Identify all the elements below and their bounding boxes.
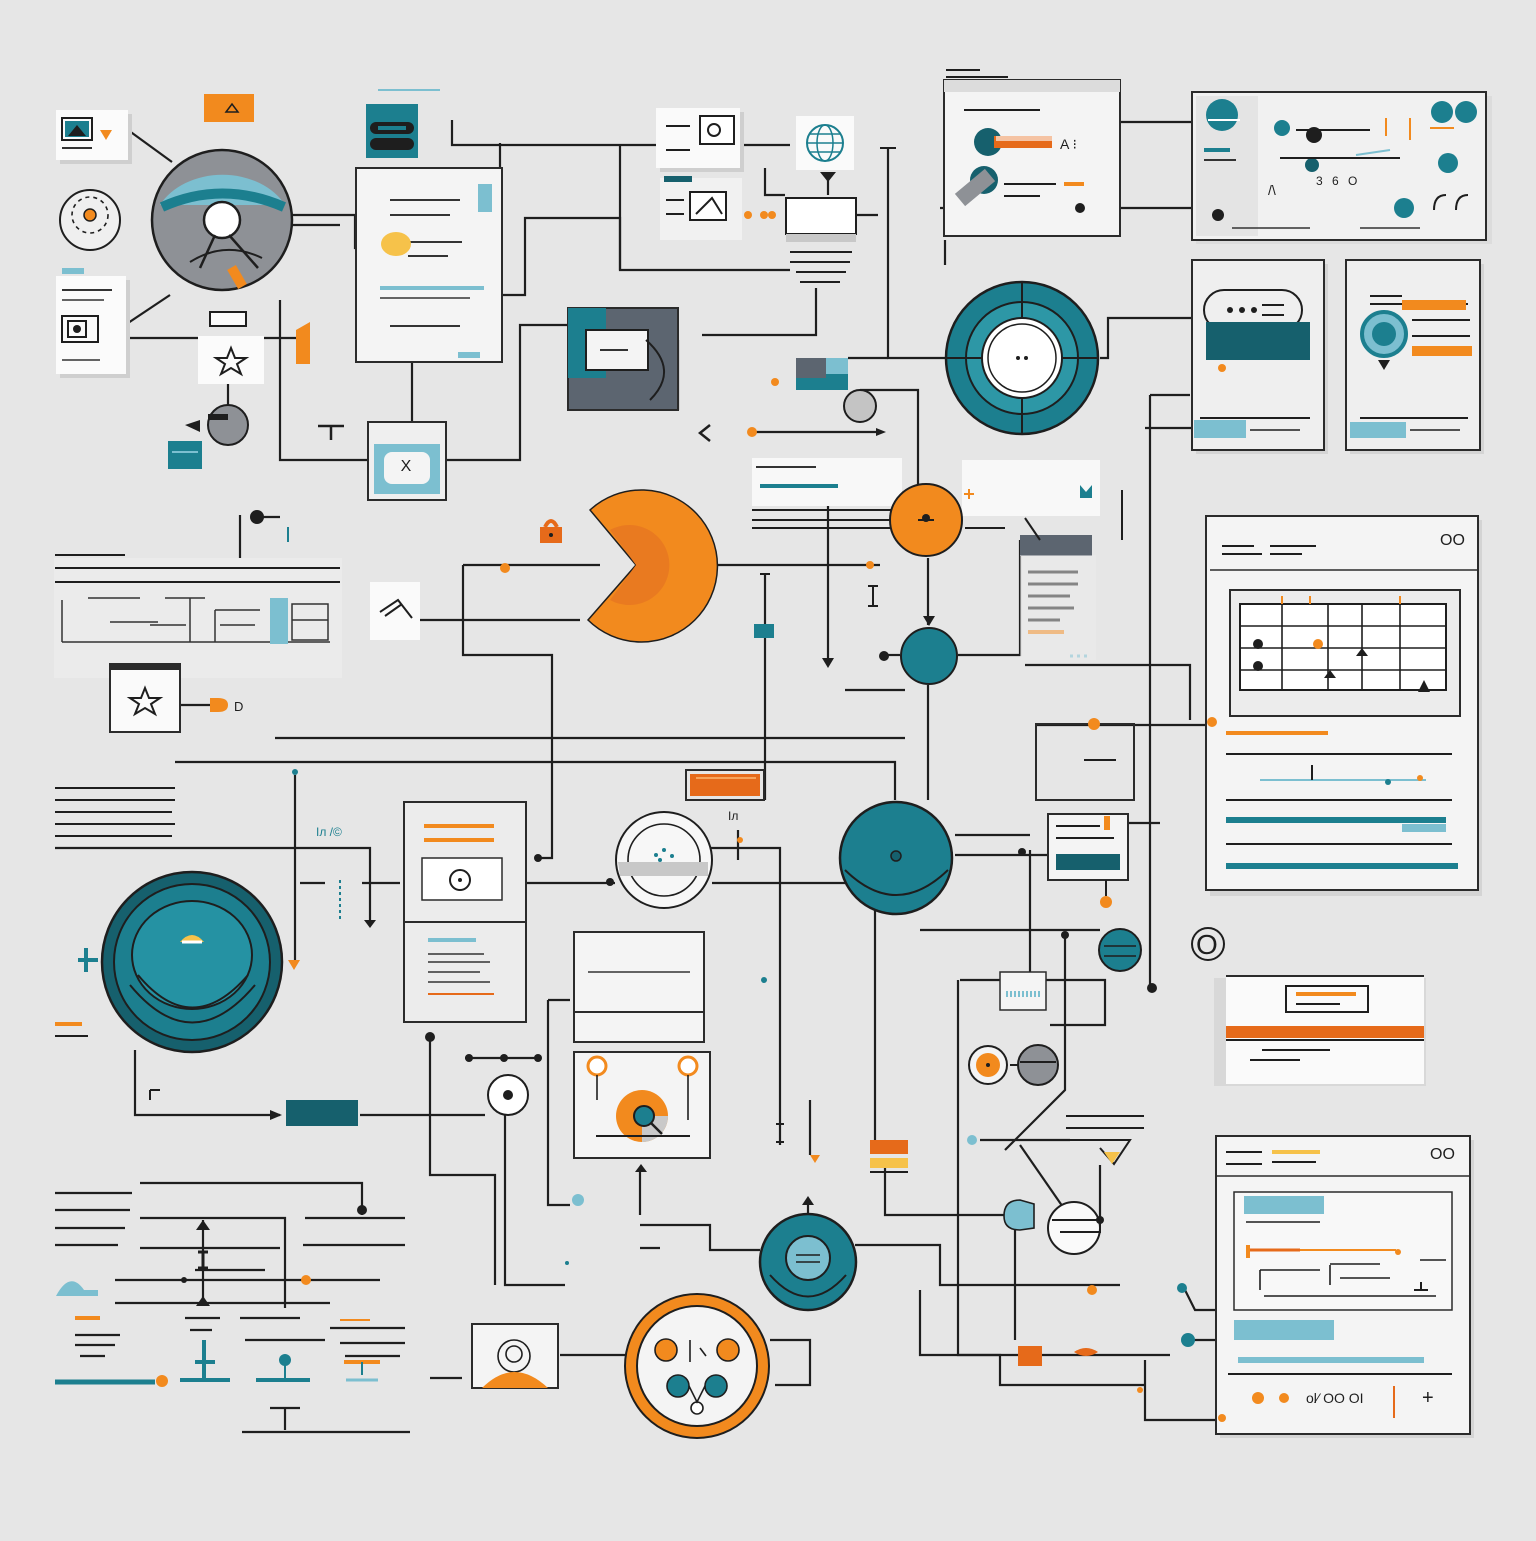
outline-box xyxy=(1035,723,1135,801)
dashboard-panel-1[interactable] xyxy=(943,79,1121,237)
org-chart-icon[interactable] xyxy=(624,1293,770,1439)
teal-block xyxy=(168,441,202,469)
panel-marks: A ⁝ xyxy=(1060,136,1077,152)
right-window-top: OO xyxy=(1205,515,1482,896)
star-tile[interactable] xyxy=(109,663,181,733)
network-node-icon[interactable] xyxy=(615,811,713,909)
lock-icon xyxy=(540,519,562,543)
target-icon xyxy=(59,189,121,251)
readout-text: ol⁄ OO OI xyxy=(1306,1390,1364,1406)
circuit-mark: Iл xyxy=(728,809,738,823)
pie-chart-icon[interactable] xyxy=(500,489,719,643)
lock-node-icon[interactable] xyxy=(185,404,249,446)
chart-card[interactable] xyxy=(573,931,705,1043)
lower-center-cluster xyxy=(471,1115,1144,1439)
disc-node-icon[interactable] xyxy=(100,870,284,1054)
info-card-2[interactable] xyxy=(962,460,1100,516)
x-card-label: X xyxy=(401,458,412,475)
network-hub-icon[interactable] xyxy=(944,280,1100,436)
middle-left-cluster: D Iл /© xyxy=(54,489,719,1100)
speech-bubble-icon[interactable] xyxy=(1066,1115,1144,1166)
globe-icon xyxy=(806,124,844,162)
report-window-controls[interactable]: OO xyxy=(1430,1146,1455,1163)
top-left-cluster: X xyxy=(56,89,503,501)
add-button[interactable]: + xyxy=(1422,1387,1434,1409)
small-mark-label: Iл /© xyxy=(316,825,342,839)
bottom-left-timeline xyxy=(55,1205,380,1387)
top-center-cluster xyxy=(567,108,896,442)
gear-node-icon[interactable] xyxy=(889,483,963,557)
window-controls[interactable]: OO xyxy=(1440,532,1465,549)
top-right-cluster: A ⁝ /\ 3 6 O xyxy=(943,69,1492,454)
panel-digits: 3 6 O xyxy=(1316,174,1360,188)
mountain-image-icon xyxy=(61,117,112,149)
right-window-bottom: OO ol⁄ OO OI + xyxy=(1177,1135,1474,1438)
globe-node-icon[interactable] xyxy=(150,148,294,292)
star-card[interactable] xyxy=(198,336,264,384)
table-strip xyxy=(54,558,342,678)
info-card[interactable] xyxy=(752,458,902,506)
teal-core-node-icon[interactable] xyxy=(838,800,954,916)
star-icon xyxy=(212,345,250,377)
center-right-cluster xyxy=(968,718,1157,1086)
center-cluster: Iл xyxy=(270,458,1123,1265)
teal-bar xyxy=(286,1100,358,1126)
profile-card[interactable] xyxy=(403,801,527,1023)
plug-label: D xyxy=(234,699,243,714)
right-card-middle: O xyxy=(1191,927,1426,1086)
ring-mark: O xyxy=(1196,929,1218,960)
flow-node-icon[interactable] xyxy=(758,1196,858,1312)
panel-card[interactable] xyxy=(1047,813,1129,881)
user-avatar-icon xyxy=(482,1339,548,1388)
panel-slash-glyph: /\ xyxy=(1268,182,1276,198)
server-stack-icon[interactable] xyxy=(785,197,857,283)
chart-star-tile[interactable] xyxy=(370,582,420,640)
